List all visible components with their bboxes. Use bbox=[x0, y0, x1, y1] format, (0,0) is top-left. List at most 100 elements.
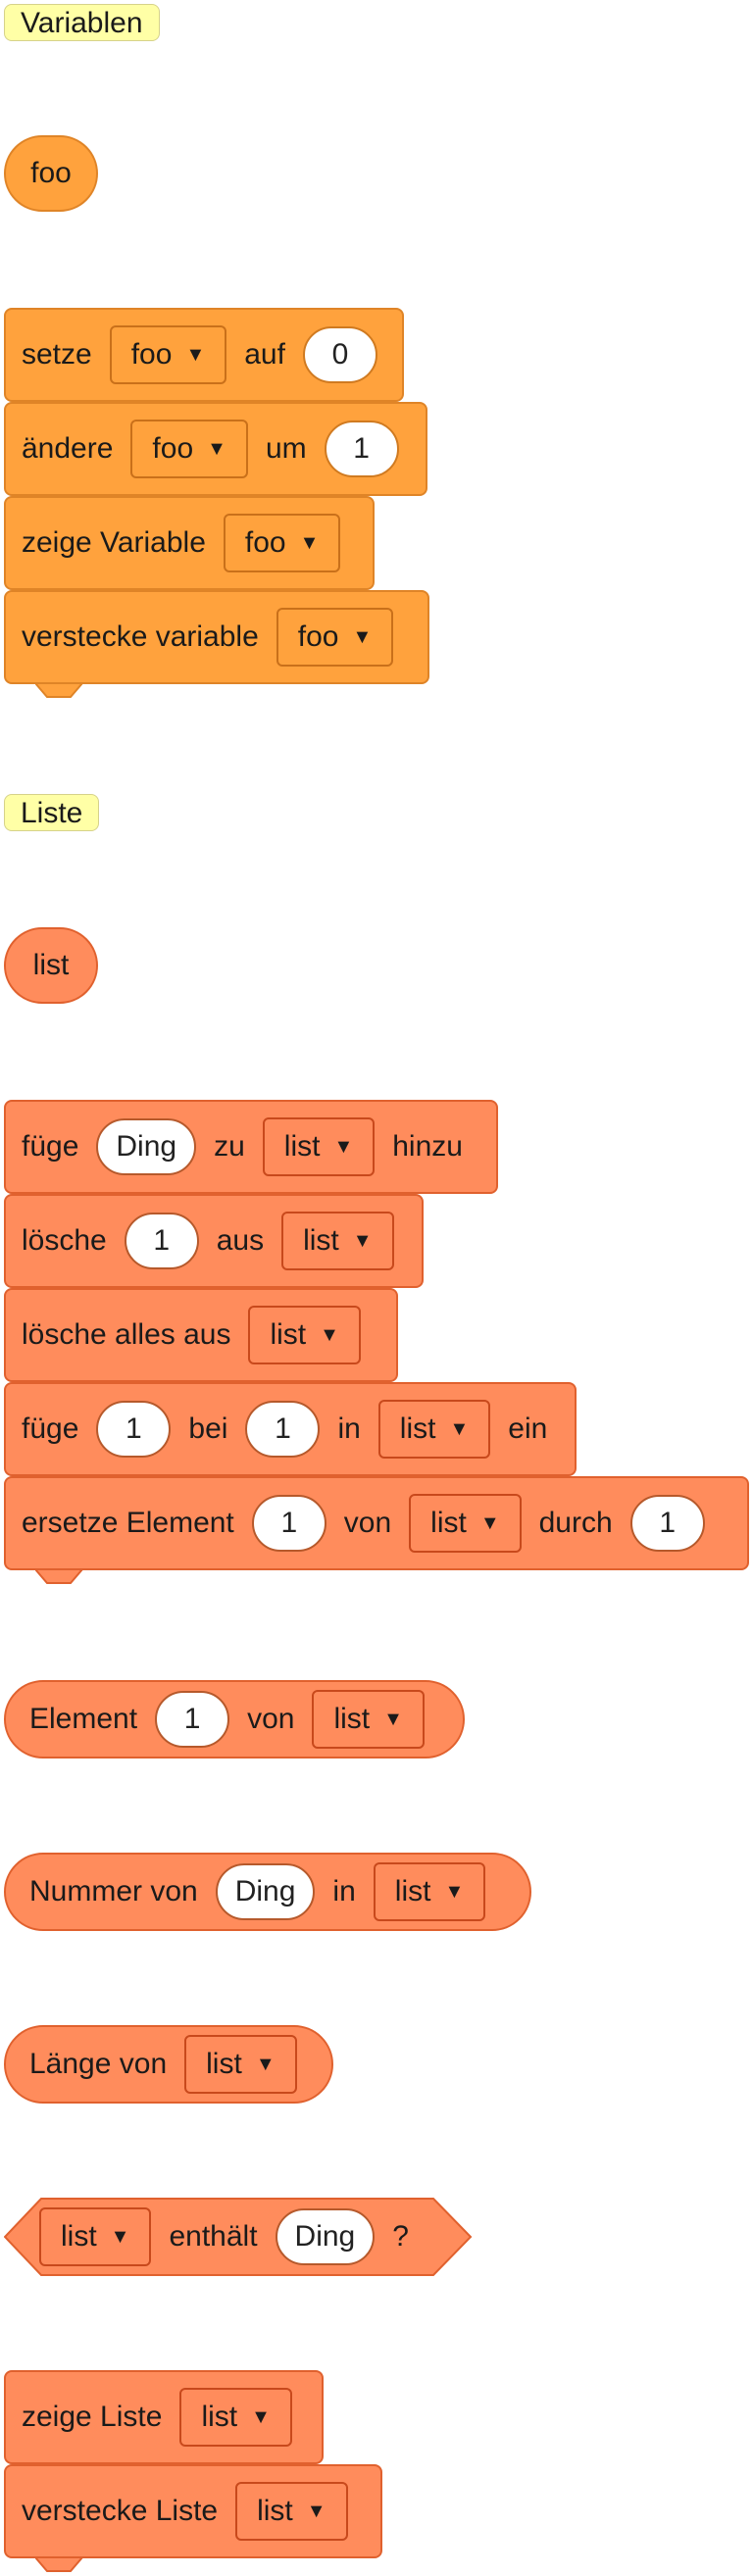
insert-end-label: ein bbox=[508, 1412, 548, 1445]
length-of-list-reporter[interactable]: Länge von list ▼ bbox=[4, 2025, 333, 2104]
caret-down-icon: ▼ bbox=[479, 1512, 500, 1534]
item-input[interactable]: 1 bbox=[629, 1495, 705, 1552]
variable-reporter-label: foo bbox=[30, 157, 72, 189]
caret-down-icon: ▼ bbox=[333, 1136, 354, 1158]
caret-down-icon: ▼ bbox=[320, 1324, 339, 1346]
dropdown-value: list bbox=[257, 2495, 293, 2527]
delete-mid-label: aus bbox=[216, 1224, 265, 1257]
caret-down-icon: ▼ bbox=[185, 344, 206, 366]
add-mid-label: zu bbox=[214, 1130, 245, 1163]
list-dropdown[interactable]: list ▼ bbox=[248, 1306, 361, 1364]
list-dropdown[interactable]: list ▼ bbox=[235, 2482, 348, 2541]
item-number-of-list-reporter[interactable]: Nummer von Ding in list▼ bbox=[4, 1853, 531, 1931]
delete-all-of-list-block[interactable]: lösche alles aus list ▼ bbox=[4, 1288, 398, 1382]
add-to-list-block[interactable]: füge Ding zu list ▼ hinzu bbox=[4, 1100, 498, 1194]
list-dropdown[interactable]: list▼ bbox=[39, 2207, 152, 2266]
dropdown-value: list bbox=[394, 1875, 431, 1907]
hide-list-label: verstecke Liste bbox=[22, 2495, 219, 2527]
set-variable-mid-label: auf bbox=[244, 338, 285, 371]
hide-list-block[interactable]: verstecke Liste list ▼ bbox=[4, 2464, 382, 2558]
caret-down-icon: ▼ bbox=[352, 1230, 373, 1252]
dropdown-value: list bbox=[206, 2048, 242, 2080]
variable-reporter-foo[interactable]: foo bbox=[4, 135, 98, 212]
delete-of-list-block[interactable]: lösche 1 aus list ▼ bbox=[4, 1194, 424, 1288]
set-variable-label: setze bbox=[22, 338, 92, 371]
dropdown-value: list bbox=[283, 1130, 321, 1163]
change-variable-mid-label: um bbox=[265, 432, 307, 465]
delete-label: lösche bbox=[22, 1224, 107, 1257]
item-mid-label: von bbox=[247, 1703, 295, 1735]
change-variable-block[interactable]: ändere foo▼ um 1 bbox=[4, 402, 427, 496]
show-variable-block[interactable]: zeige Variable foo▼ bbox=[4, 496, 375, 590]
category-label-variables: Variablen bbox=[4, 4, 160, 41]
dropdown-value: foo bbox=[130, 338, 173, 371]
list-dropdown[interactable]: list ▼ bbox=[312, 1690, 425, 1749]
delete-all-label: lösche alles aus bbox=[22, 1318, 231, 1351]
variable-dropdown[interactable]: foo▼ bbox=[130, 420, 248, 478]
insert-mid2-label: in bbox=[337, 1412, 361, 1445]
set-variable-block[interactable]: setze foo ▼ auf 0 bbox=[4, 308, 404, 402]
list-contains-item-block[interactable]: list▼ enthält Ding ? bbox=[25, 2198, 423, 2276]
dropdown-value: foo bbox=[297, 620, 339, 653]
category-label-lists: Liste bbox=[4, 794, 100, 831]
replace-mid-label: von bbox=[343, 1507, 392, 1539]
show-list-label: zeige Liste bbox=[22, 2401, 163, 2433]
change-variable-label: ändere bbox=[22, 432, 114, 465]
replace-mid2-label: durch bbox=[538, 1507, 613, 1539]
dropdown-value: list bbox=[333, 1703, 371, 1735]
dropdown-value: list bbox=[430, 1507, 467, 1539]
dropdown-value: list bbox=[270, 1318, 307, 1351]
list-dropdown[interactable]: list ▼ bbox=[377, 1400, 491, 1459]
hide-variable-label: verstecke variable bbox=[22, 620, 259, 653]
item-of-list-reporter[interactable]: Element 1 von list ▼ bbox=[4, 1680, 465, 1759]
dropdown-value: list bbox=[303, 1224, 339, 1257]
insert-label: füge bbox=[22, 1412, 79, 1445]
dropdown-value: foo bbox=[244, 526, 286, 559]
list-dropdown[interactable]: list▼ bbox=[179, 2388, 292, 2447]
dropdown-value: foo bbox=[152, 432, 194, 465]
show-list-block[interactable]: zeige Liste list▼ bbox=[4, 2370, 324, 2464]
add-end-label: hinzu bbox=[392, 1130, 463, 1163]
index-input[interactable]: 1 bbox=[245, 1401, 321, 1458]
caret-down-icon: ▼ bbox=[444, 1881, 465, 1903]
insert-mid-label: bei bbox=[188, 1412, 228, 1445]
variable-dropdown[interactable]: foo ▼ bbox=[109, 325, 227, 384]
variable-dropdown[interactable]: foo ▼ bbox=[276, 608, 394, 667]
caret-down-icon: ▼ bbox=[383, 1709, 403, 1730]
insert-at-list-block[interactable]: füge 1 bei 1 in list ▼ ein bbox=[4, 1382, 577, 1476]
caret-down-icon: ▼ bbox=[255, 2054, 276, 2075]
item-input[interactable]: Ding bbox=[215, 1863, 316, 1920]
caret-down-icon: ▼ bbox=[251, 2406, 271, 2428]
list-dropdown[interactable]: list ▼ bbox=[281, 1212, 394, 1270]
list-dropdown[interactable]: list ▼ bbox=[409, 1494, 522, 1553]
item-input[interactable]: Ding bbox=[96, 1118, 197, 1175]
variable-dropdown[interactable]: foo▼ bbox=[223, 514, 341, 572]
item-label: Element bbox=[29, 1703, 138, 1735]
item-num-label: Nummer von bbox=[29, 1875, 198, 1907]
item-input[interactable]: 1 bbox=[96, 1401, 172, 1458]
hide-variable-block[interactable]: verstecke variable foo ▼ bbox=[4, 590, 429, 684]
contains-mid-label: enthält bbox=[169, 2220, 258, 2253]
dropdown-value: list bbox=[399, 1412, 436, 1445]
add-label: füge bbox=[22, 1130, 79, 1163]
list-dropdown[interactable]: list ▼ bbox=[373, 1862, 486, 1921]
caret-down-icon: ▼ bbox=[449, 1418, 470, 1440]
stack-bottom-tab bbox=[35, 2557, 84, 2572]
caret-down-icon: ▼ bbox=[306, 2501, 326, 2522]
list-dropdown[interactable]: list ▼ bbox=[184, 2035, 297, 2094]
replace-label: ersetze Element bbox=[22, 1507, 234, 1539]
contains-end-label: ? bbox=[392, 2220, 409, 2253]
index-input[interactable]: 1 bbox=[155, 1691, 230, 1748]
replace-item-of-list-block[interactable]: ersetze Element 1 von list ▼ durch 1 bbox=[4, 1476, 749, 1570]
value-input[interactable]: 0 bbox=[302, 326, 377, 383]
show-variable-label: zeige Variable bbox=[22, 526, 206, 559]
index-input[interactable]: 1 bbox=[124, 1213, 199, 1269]
item-input[interactable]: Ding bbox=[275, 2208, 376, 2265]
caret-down-icon: ▼ bbox=[110, 2226, 130, 2248]
list-reporter[interactable]: list bbox=[4, 927, 98, 1004]
list-dropdown[interactable]: list ▼ bbox=[262, 1117, 376, 1176]
caret-down-icon: ▼ bbox=[352, 626, 373, 648]
index-input[interactable]: 1 bbox=[251, 1495, 326, 1552]
value-input[interactable]: 1 bbox=[324, 421, 399, 477]
length-label: Länge von bbox=[29, 2048, 168, 2080]
